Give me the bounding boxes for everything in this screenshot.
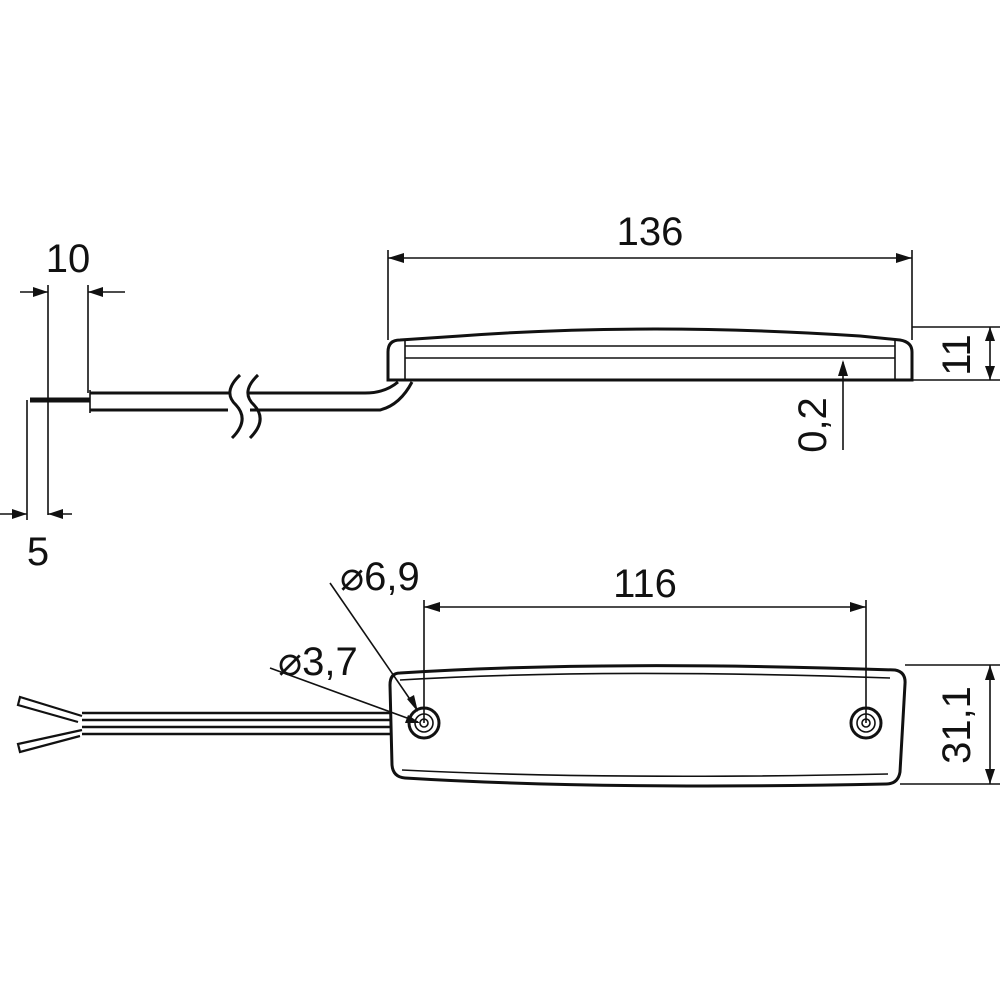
- dim-5: 5: [27, 530, 49, 574]
- arrow-icon: [985, 366, 995, 380]
- lamp-edge-lines: [399, 672, 891, 778]
- arrow-icon: [407, 695, 418, 712]
- arrow-icon: [985, 327, 995, 341]
- arrow-icon: [88, 287, 103, 297]
- dim-dia-6-9: ⌀6,9: [340, 555, 420, 599]
- dim-0-2: 0,2: [791, 397, 835, 453]
- top-view: 116 ⌀6,9 ⌀3,7 31,1: [16, 555, 1000, 788]
- break-symbol: [228, 373, 262, 440]
- dim-31-1: 31,1: [935, 686, 979, 764]
- wire-ends: [16, 695, 83, 754]
- arrow-icon: [838, 360, 848, 376]
- arrow-icon: [388, 253, 404, 263]
- side-view: 136 11 0,2 10 5: [0, 210, 1000, 574]
- arrow-icon: [424, 602, 440, 612]
- dim-11: 11: [935, 334, 979, 376]
- arrow-icon: [12, 509, 27, 519]
- arrow-icon: [405, 715, 420, 723]
- dim-dia-3-7: ⌀3,7: [278, 640, 358, 684]
- cable-side: [90, 380, 414, 412]
- arrow-icon: [985, 769, 995, 784]
- cable-wires: [82, 711, 390, 736]
- arrow-icon: [896, 253, 912, 263]
- dim-136: 136: [617, 210, 684, 254]
- dim-10: 10: [46, 237, 91, 281]
- lamp-body-top: [388, 664, 907, 788]
- arrow-icon: [985, 665, 995, 680]
- lamp-body-side: [386, 327, 914, 382]
- dim-116: 116: [613, 562, 677, 606]
- arrow-icon: [850, 602, 866, 612]
- lamp-lens-lines: [404, 340, 896, 380]
- arrow-icon: [48, 509, 63, 519]
- arrow-icon: [33, 287, 48, 297]
